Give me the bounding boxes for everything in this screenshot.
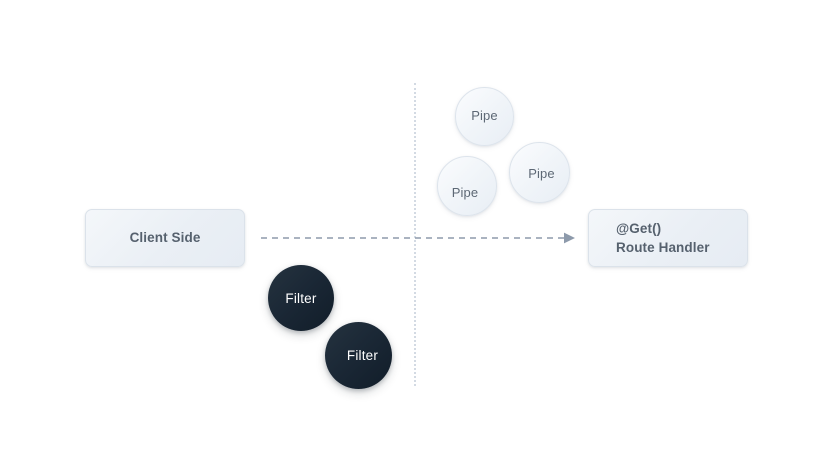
vertical-divider-line (414, 83, 416, 386)
route-handler-box: @Get() Route Handler (588, 209, 748, 267)
pipe-label: Pipe (451, 184, 479, 200)
route-handler-label-block: @Get() Route Handler (616, 219, 710, 257)
pipe-label: Pipe (528, 166, 555, 181)
client-side-label: Client Side (129, 230, 201, 246)
route-handler-label: Route Handler (616, 240, 710, 255)
pipe-circle-top: Pipe (455, 87, 514, 146)
pipe-circle-right: Pipe (509, 142, 570, 203)
request-flow-arrow (261, 232, 575, 244)
pipe-label: Pipe (471, 108, 498, 123)
filter-label: Filter (285, 290, 317, 306)
pipe-circle-left: Pipe (437, 156, 497, 216)
route-handler-decorator: @Get() (616, 220, 662, 236)
filter-label: Filter (346, 348, 379, 363)
filter-circle-upper: Filter (268, 265, 334, 331)
client-side-box: Client Side (85, 209, 245, 267)
filter-circle-lower: Filter (325, 322, 392, 389)
